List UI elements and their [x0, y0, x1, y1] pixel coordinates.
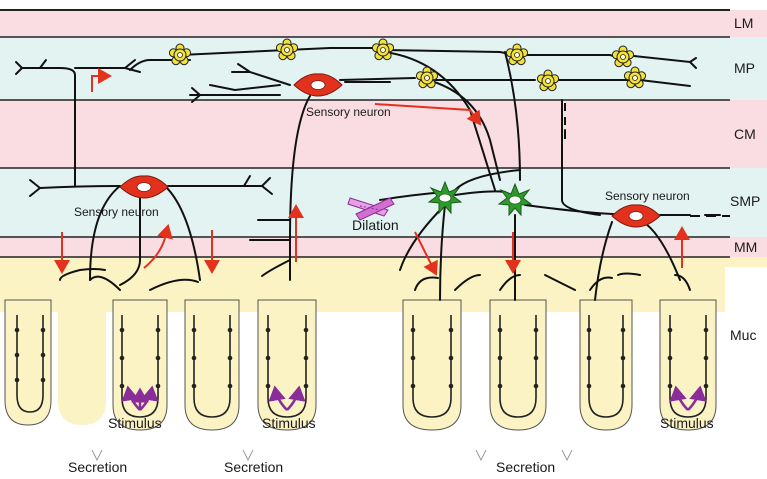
secretion-label: Secretion: [68, 459, 127, 475]
dilation-label: Dilation: [352, 217, 399, 233]
secretion-label: Secretion: [224, 459, 283, 475]
villus: [660, 300, 716, 430]
stimulus-label: Stimulus: [660, 415, 714, 431]
sensory-neuron-label: Sensory neuron: [605, 189, 690, 203]
sensory-neuron-label: Sensory neuron: [306, 105, 391, 119]
villus: [580, 300, 632, 430]
lm-band: [0, 10, 767, 37]
layer-label-mm: MM: [734, 239, 757, 255]
sensory-neuron-label: Sensory neuron: [74, 205, 159, 219]
villus: [185, 300, 239, 430]
villus: [5, 300, 51, 425]
secretion-label: Secretion: [496, 459, 555, 475]
layer-label-muc: Muc: [730, 327, 756, 343]
mm-band: [0, 237, 767, 257]
villus: [490, 300, 546, 430]
layer-label-lm: LM: [734, 15, 753, 31]
layer-label-mp: MP: [734, 60, 755, 76]
villus: [258, 300, 316, 430]
villus: [403, 300, 461, 430]
layer-label-smp: SMP: [730, 193, 760, 209]
stimulus-label: Stimulus: [262, 415, 316, 431]
stimulus-label: Stimulus: [108, 415, 162, 431]
layer-label-cm: CM: [734, 126, 756, 142]
villus: [113, 300, 167, 430]
